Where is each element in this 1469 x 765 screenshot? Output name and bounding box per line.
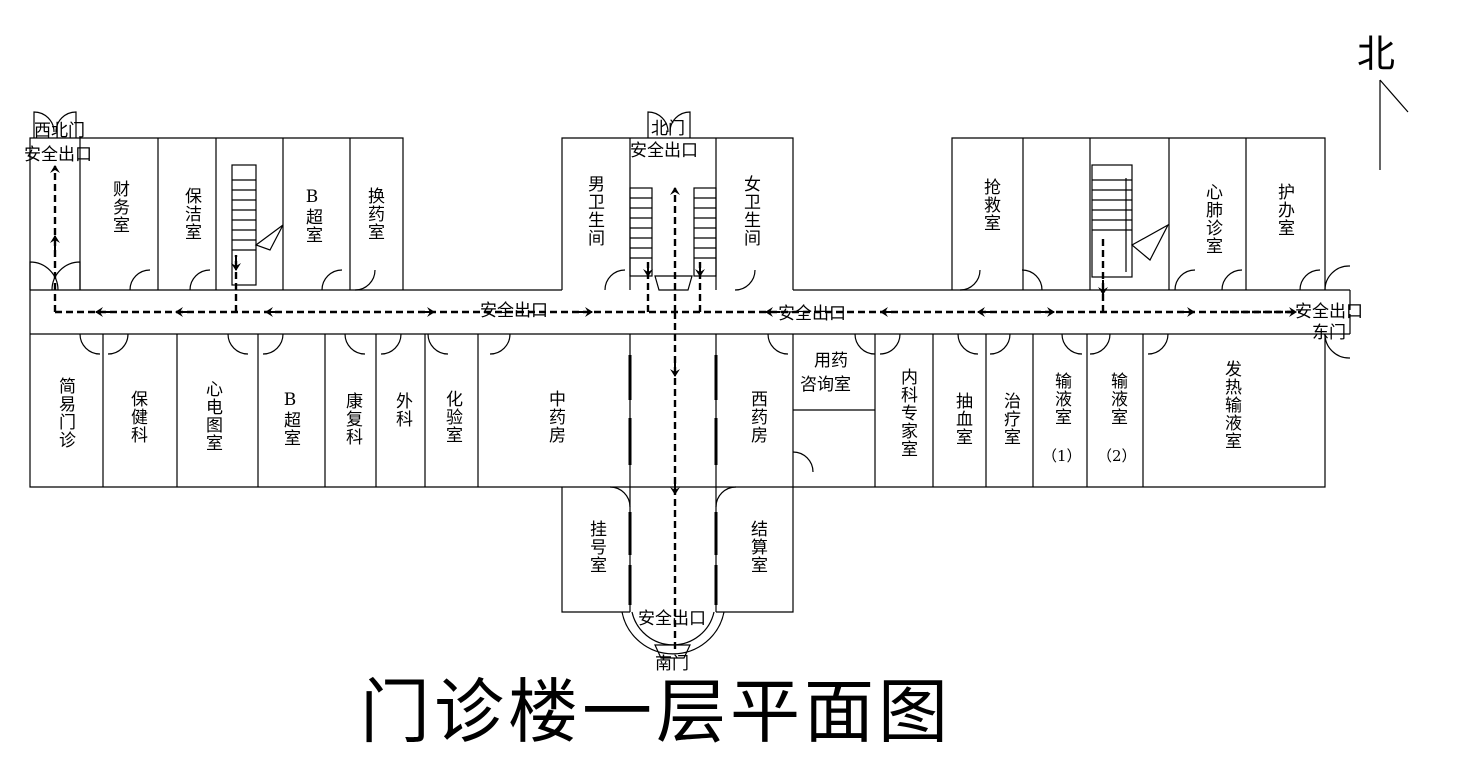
wall-south-wing bbox=[561, 487, 794, 613]
compass-label: 北 bbox=[1357, 32, 1396, 76]
route-arrows bbox=[50, 235, 1195, 495]
east-exit-label: 安全出口 bbox=[1295, 302, 1363, 322]
room-infusion-2-number: （2） bbox=[1097, 447, 1137, 465]
northwest-door bbox=[29, 261, 81, 291]
room-consult-line2: 咨询室 bbox=[800, 375, 851, 395]
stairs-west bbox=[231, 164, 284, 286]
room-chinese-pharmacy: 中药房 bbox=[545, 390, 565, 444]
wall-north-central bbox=[561, 137, 794, 290]
room-fever-infusion: 发热输液室 bbox=[1221, 360, 1241, 450]
north-door-label: 北门 bbox=[651, 119, 685, 139]
room-simple-clinic: 简易门诊 bbox=[55, 377, 75, 449]
room-billing: 结算室 bbox=[747, 520, 767, 574]
stairs-east bbox=[1091, 164, 1170, 278]
room-treatment: 治疗室 bbox=[1000, 392, 1020, 446]
stairs-central bbox=[629, 187, 717, 291]
room-dressing: 换药室 bbox=[364, 187, 384, 241]
northwest-door-label: 西北门 bbox=[34, 121, 85, 141]
room-emergency: 抢救室 bbox=[980, 178, 1000, 232]
south-door-label: 南门 bbox=[655, 654, 689, 674]
room-surgery: 外科 bbox=[392, 392, 412, 428]
room-ecg: 心电图室 bbox=[202, 380, 222, 452]
north-door bbox=[647, 111, 691, 138]
room-infusion-1-number: （1） bbox=[1042, 447, 1082, 465]
windows bbox=[628, 355, 718, 605]
room-blood-draw: 抽血室 bbox=[952, 392, 972, 446]
room-internal-expert: 内科专家室 bbox=[897, 368, 917, 458]
room-cleaning: 保洁室 bbox=[181, 187, 201, 241]
room-health-care: 保健科 bbox=[127, 390, 147, 444]
north-exit-label: 安全出口 bbox=[630, 141, 698, 161]
room-b-ultrasound-north: B超室 bbox=[302, 187, 322, 244]
page-title: 门诊楼一层平面图 bbox=[360, 671, 952, 753]
room-infusion-1: 输液室 bbox=[1051, 372, 1071, 426]
room-lab: 化验室 bbox=[442, 390, 462, 444]
room-rehab: 康复科 bbox=[342, 392, 362, 446]
room-western-pharmacy: 西药房 bbox=[747, 390, 767, 444]
corridor-exit-label-east: 安全出口 bbox=[778, 304, 846, 324]
room-nurse-office: 护办室 bbox=[1274, 183, 1294, 237]
wall-north-east bbox=[951, 137, 1326, 290]
room-mens-restroom: 男卫生间 bbox=[584, 175, 604, 247]
east-door-label: 东门 bbox=[1312, 323, 1346, 343]
room-finance: 财务室 bbox=[109, 180, 129, 234]
south-exit-label: 安全出口 bbox=[638, 609, 706, 629]
room-womens-restroom: 女卫生间 bbox=[740, 175, 760, 247]
room-cardiopulmonary: 心肺诊室 bbox=[1202, 183, 1222, 255]
northwest-exit-label: 安全出口 bbox=[24, 145, 92, 165]
south-door bbox=[621, 611, 725, 655]
corridor-exit-label-west: 安全出口 bbox=[480, 301, 548, 321]
room-consult-line1: 用药 bbox=[814, 351, 848, 371]
room-infusion-2: 输液室 bbox=[1107, 372, 1127, 426]
room-registration: 挂号室 bbox=[586, 520, 606, 574]
room-b-ultrasound-south: B超室 bbox=[280, 390, 300, 447]
